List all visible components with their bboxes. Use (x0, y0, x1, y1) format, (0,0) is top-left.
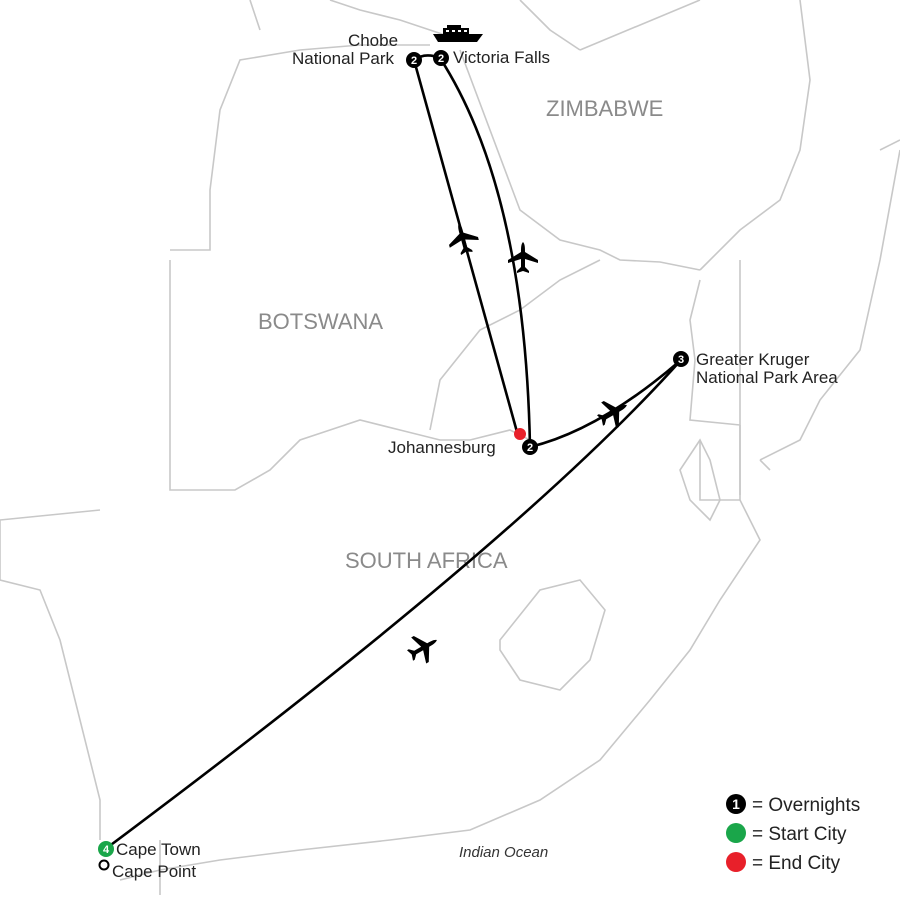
legend-overnight-icon (726, 794, 746, 814)
overnight-badge-icon: 2 (406, 52, 422, 68)
ocean-label: Indian Ocean (459, 844, 548, 861)
legend-start-city-icon (726, 823, 746, 843)
country-label-botswana: BOTSWANA (258, 309, 383, 334)
country-label-south-africa: SOUTH AFRICA (345, 548, 508, 573)
route-kruger-cape-town (103, 359, 682, 852)
plane-icon (508, 242, 538, 273)
cape-town-nights: 4 (103, 844, 110, 856)
boat-icon (433, 25, 483, 42)
overnight-badge-icon: 3 (673, 351, 689, 367)
start-city-icon: 4 (98, 841, 114, 857)
legend-start-city: = Start City (752, 824, 847, 845)
legend: 1 = Overnights = Start City = End City (726, 794, 860, 874)
legend-end-city: = End City (752, 853, 841, 874)
route-victoria-falls-johannesburg (438, 57, 532, 448)
overnight-badge-icon: 2 (522, 439, 538, 455)
city-label-johannesburg: Johannesburg (388, 438, 496, 457)
legend-end-city-icon (726, 852, 746, 872)
city-label-cape-town: Cape Town (116, 840, 201, 859)
overnight-badge-icon: 2 (433, 50, 449, 66)
city-label-kruger-line1: Greater Kruger (696, 350, 810, 369)
city-label-kruger-line2: National Park Area (696, 368, 838, 387)
legend-overnight-symbol: 1 (732, 796, 740, 812)
sightseeing-stop-icon (98, 859, 110, 871)
legend-overnights: = Overnights (752, 795, 860, 816)
city-label-victoria-falls: Victoria Falls (453, 48, 550, 67)
plane-icon (592, 392, 635, 434)
victoria-falls-nights: 2 (438, 53, 444, 65)
plane-icon (402, 627, 445, 669)
kruger-nights: 3 (678, 354, 684, 366)
johannesburg-nights: 2 (527, 442, 533, 454)
city-label-chobe-line2: National Park (292, 49, 395, 68)
chobe-nights: 2 (411, 55, 417, 67)
end-city-icon (514, 428, 526, 440)
plane-icon (444, 219, 482, 258)
city-label-cape-point: Cape Point (112, 862, 196, 881)
city-label-chobe-line1: Chobe (348, 31, 398, 50)
country-label-zimbabwe: ZIMBABWE (546, 96, 663, 121)
